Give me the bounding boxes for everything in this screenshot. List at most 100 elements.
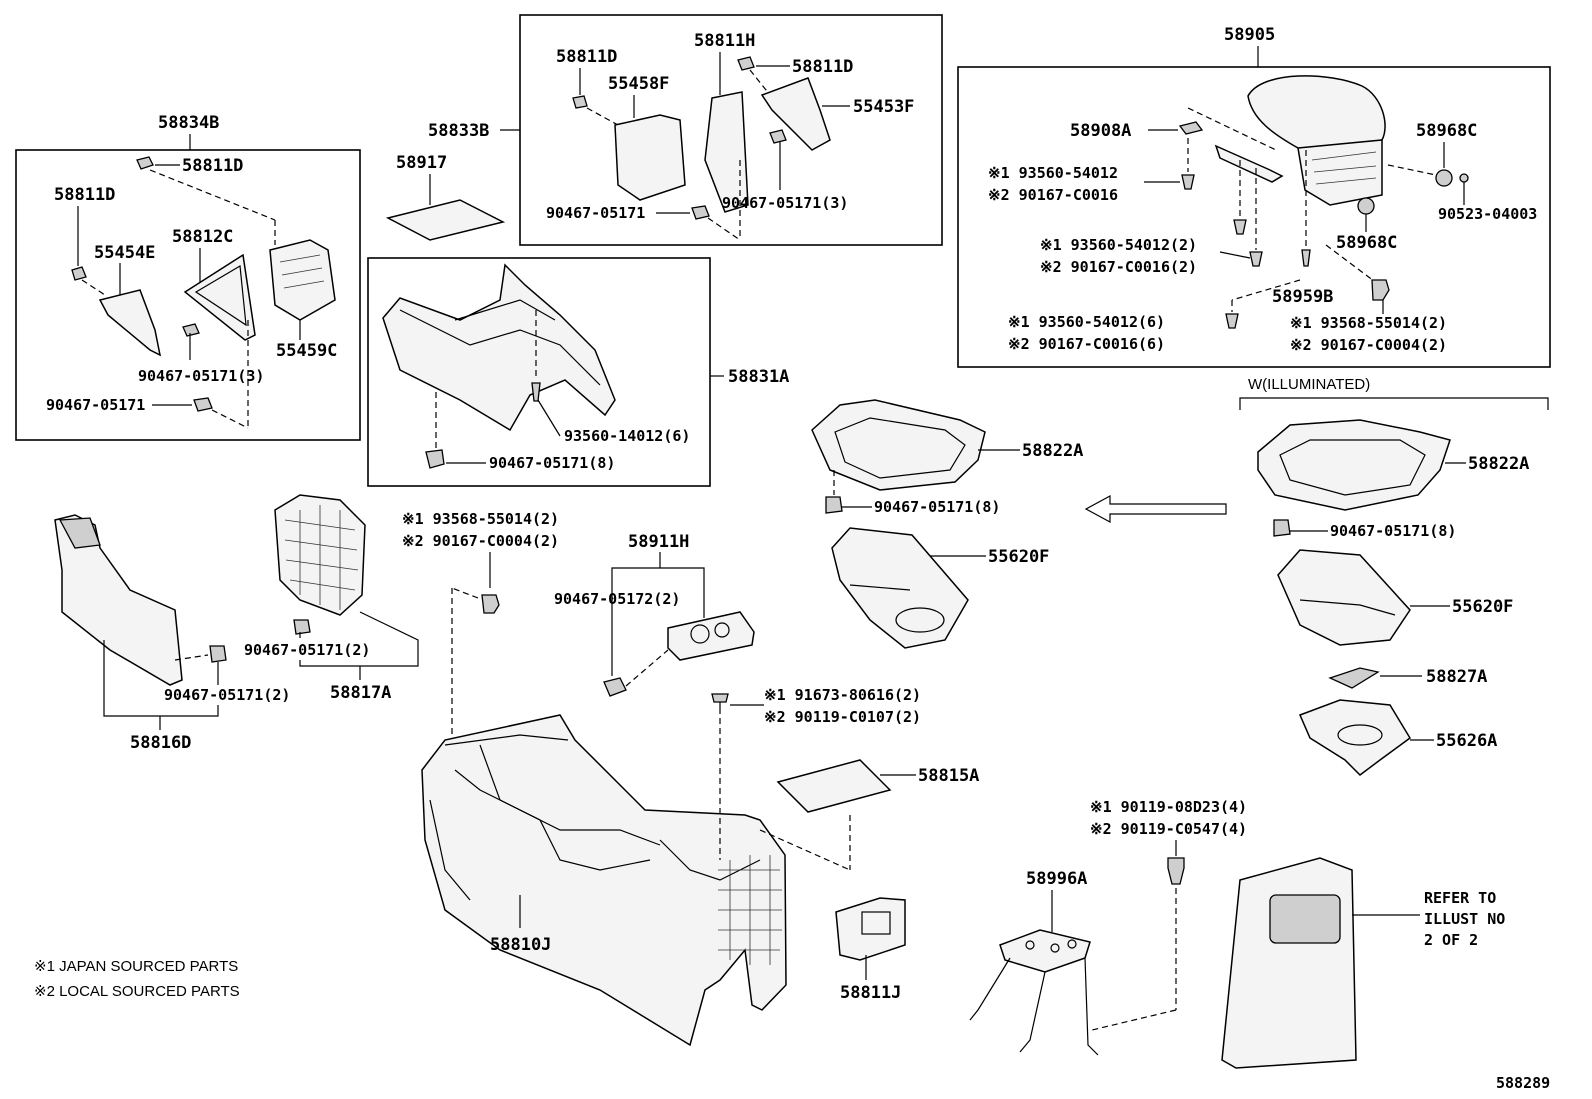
legend: ※1 JAPAN SOURCED PARTS ※2 LOCAL SOURCED … xyxy=(34,958,240,1000)
label-58811H: 58811H xyxy=(694,31,755,51)
clip-58811D-c xyxy=(572,95,588,109)
label-58811J: 58811J xyxy=(840,983,901,1003)
label-p1b: ※2 90167-C0016 xyxy=(988,186,1118,204)
label-90467-8a: 90467-05171(8) xyxy=(489,454,615,472)
armrest-hinge xyxy=(1297,139,1383,206)
group-label-58816D: 58816D xyxy=(130,733,191,753)
label-p2a: ※1 93560-54012(2) xyxy=(1040,236,1197,254)
label-p6b: ※2 90119-C0107(2) xyxy=(764,708,921,726)
label-58996A: 58996A xyxy=(1026,869,1087,889)
panel-refer xyxy=(1221,857,1357,1069)
group-label-58905: 58905 xyxy=(1224,25,1275,45)
group-58905: 58905 58908A ※1 93560-54012 ※2 90167-C00… xyxy=(957,25,1551,368)
label-90523-04003: 90523-04003 xyxy=(1438,205,1537,223)
label-p4b: ※2 90167-C0004(2) xyxy=(1290,336,1447,354)
pin-58959B xyxy=(1301,249,1311,267)
label-58810J: 58810J xyxy=(490,935,551,955)
group-box-58834B xyxy=(15,149,361,441)
clip-90467-8a xyxy=(425,449,445,469)
bracket-55453F xyxy=(760,77,831,151)
refer-line-2: ILLUST NO xyxy=(1424,910,1505,928)
diagram-code: 588289 xyxy=(1496,1074,1550,1092)
label-90467-3b: 90467-05171(3) xyxy=(722,194,848,212)
group-label-58911H: 58911H xyxy=(628,532,689,552)
label-58811D-4: 58811D xyxy=(792,57,853,77)
clip-90467-a xyxy=(182,323,200,337)
label-55620F-b: 55620F xyxy=(1452,597,1513,617)
box-55459C xyxy=(269,239,336,321)
group-58911H: 58911H 90467-05172(2) xyxy=(554,532,755,697)
nut-58968C xyxy=(1435,169,1453,187)
label-58815A: 58815A xyxy=(918,766,979,786)
label-90467-2b: 90467-05171(2) xyxy=(164,686,290,704)
group-58817A: 90467-05171(2) 58817A xyxy=(244,494,419,703)
bolt-p6 xyxy=(711,693,729,703)
group-box-58831A xyxy=(367,257,711,487)
clip-90467-2a xyxy=(293,619,311,635)
label-55626A: 55626A xyxy=(1436,731,1497,751)
label-55453F: 55453F xyxy=(853,97,914,117)
bracket-58811J xyxy=(835,897,906,961)
label-90467-2a: 90467-05171(2) xyxy=(244,641,370,659)
label-90467-8c: 90467-05171(8) xyxy=(1330,522,1456,540)
plate-58908A xyxy=(1178,121,1204,135)
screw-p1 xyxy=(1181,174,1195,190)
label-55620F-a: 55620F xyxy=(988,547,1049,567)
clip-90467-2b xyxy=(209,645,227,663)
label-58822A-b: 58822A xyxy=(1468,454,1529,474)
clip-58811D-top xyxy=(136,156,154,170)
part-58917: 58917 xyxy=(385,153,506,241)
pad-58917 xyxy=(385,199,506,241)
label-58908A: 58908A xyxy=(1070,121,1131,141)
label-58812C: 58812C xyxy=(172,227,233,247)
label-55459C: 55459C xyxy=(276,341,337,361)
stopper-58968C xyxy=(1357,197,1375,215)
group-58822A-middle: 58822A 90467-05171(8) 55620F xyxy=(811,399,1083,649)
group-label-58831A: 58831A xyxy=(728,367,789,387)
armrest-lid-58905 xyxy=(1247,75,1386,161)
label-90467-b: 90467-05171 xyxy=(546,204,645,222)
arrow-left-icon xyxy=(1084,494,1227,524)
washer-90523 xyxy=(1459,173,1469,183)
label-55454E: 55454E xyxy=(94,243,155,263)
holder-55626A xyxy=(1298,699,1411,776)
label-58811D-2: 58811D xyxy=(54,185,115,205)
group-58833B: 58833B 58811D 55458F 58811H 58811D 55453… xyxy=(428,14,943,246)
refer-line-3: 2 OF 2 xyxy=(1424,931,1478,949)
box-55620F xyxy=(831,527,969,649)
bracket-55458F xyxy=(614,114,686,201)
label-90467-8b: 90467-05171(8) xyxy=(874,498,1000,516)
screw-p2 xyxy=(1233,219,1247,235)
panel-58822A xyxy=(811,399,986,491)
label-p7b: ※2 90119-C0547(4) xyxy=(1090,820,1247,838)
switch-58911H xyxy=(667,611,755,661)
label-90467-a: 90467-05171 xyxy=(46,396,145,414)
clip-90467-d xyxy=(691,205,710,220)
clip-58811D-d xyxy=(737,56,755,71)
garnish-58811H xyxy=(704,91,749,213)
clip-90467-8b xyxy=(825,496,843,514)
clip-90467-05172 xyxy=(603,677,627,697)
label-90467-05172: 90467-05172(2) xyxy=(554,590,680,608)
group-screw-p5: ※1 93568-55014(2) ※2 90167-C0004(2) xyxy=(402,510,559,740)
group-screw-p7: ※1 90119-08D23(4) ※2 90119-C0547(4) xyxy=(1090,798,1247,1031)
group-label-58833B: 58833B xyxy=(428,121,489,141)
label-p6a: ※1 91673-80616(2) xyxy=(764,686,921,704)
label-p1a: ※1 93560-54012 xyxy=(988,164,1118,182)
group-screw-p6: ※1 91673-80616(2) ※2 90119-C0107(2) xyxy=(711,686,921,860)
label-93560-14012: 93560-14012(6) xyxy=(564,427,690,445)
label-58827A: 58827A xyxy=(1426,667,1487,687)
group-box-58905 xyxy=(957,66,1551,368)
legend-local: ※2 LOCAL SOURCED PARTS xyxy=(34,983,240,1000)
label-p7a: ※1 90119-08D23(4) xyxy=(1090,798,1247,816)
bolt-p7 xyxy=(1167,857,1185,885)
label-58968C-a: 58968C xyxy=(1416,121,1477,141)
console-58810J xyxy=(421,714,787,1047)
screw-p3 xyxy=(1225,313,1239,329)
panel-55454E xyxy=(98,289,162,357)
bolt-p5 xyxy=(481,594,500,614)
clip-90467-b xyxy=(193,397,213,412)
bolt-p4 xyxy=(1371,279,1390,301)
label-58822A-a: 58822A xyxy=(1022,441,1083,461)
